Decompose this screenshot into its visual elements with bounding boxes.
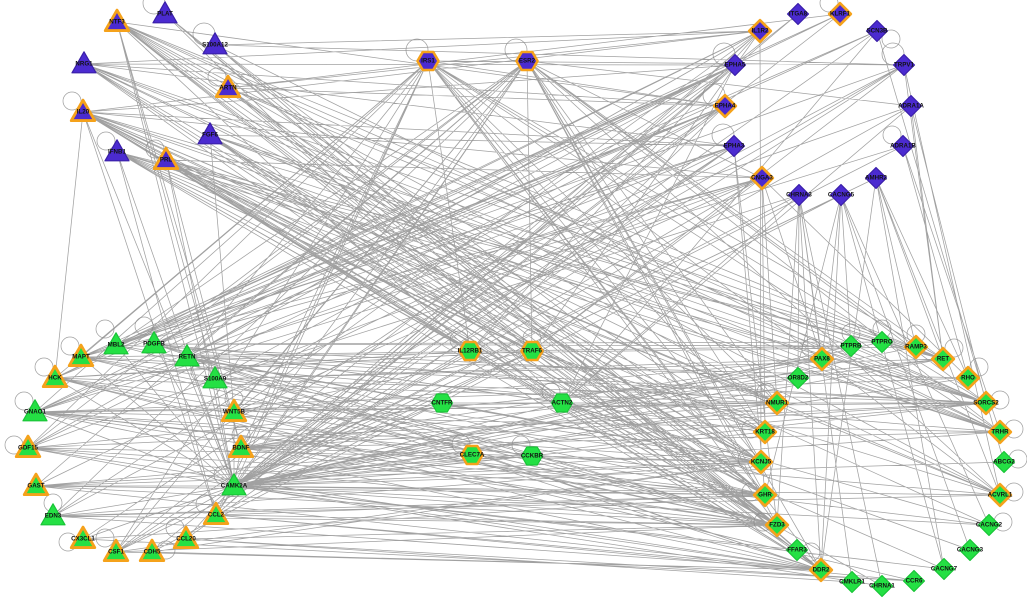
svg-text:CACNG3: CACNG3 bbox=[957, 547, 984, 554]
svg-text:EDN3: EDN3 bbox=[45, 513, 62, 520]
svg-text:RETN: RETN bbox=[179, 354, 196, 361]
svg-text:ADRA1B: ADRA1B bbox=[890, 143, 916, 150]
svg-text:CACNG2: CACNG2 bbox=[976, 522, 1003, 529]
svg-text:S100A9: S100A9 bbox=[204, 376, 227, 383]
svg-text:CCR6: CCR6 bbox=[906, 578, 923, 585]
svg-text:ESR2: ESR2 bbox=[519, 58, 536, 65]
svg-text:RAMP3: RAMP3 bbox=[905, 344, 927, 351]
svg-text:AMHR2: AMHR2 bbox=[865, 175, 888, 182]
svg-text:IL20: IL20 bbox=[77, 109, 90, 116]
svg-text:GDF15: GDF15 bbox=[18, 445, 39, 452]
svg-text:S100A12: S100A12 bbox=[202, 42, 228, 49]
svg-text:CCL2: CCL2 bbox=[208, 512, 225, 519]
svg-text:IL1R2: IL1R2 bbox=[752, 28, 769, 35]
svg-text:NMUR1: NMUR1 bbox=[766, 400, 789, 407]
svg-text:BDNF: BDNF bbox=[232, 445, 249, 452]
svg-text:TRHR: TRHR bbox=[991, 429, 1009, 436]
svg-text:KCNJ5: KCNJ5 bbox=[751, 459, 772, 466]
svg-text:CACNG5: CACNG5 bbox=[828, 192, 855, 199]
svg-text:EPHA3: EPHA3 bbox=[724, 143, 745, 150]
svg-text:CHRNA3: CHRNA3 bbox=[786, 192, 812, 199]
svg-text:ACTN2: ACTN2 bbox=[552, 400, 573, 407]
svg-text:ABCG2: ABCG2 bbox=[993, 459, 1015, 466]
svg-text:CX3CL1: CX3CL1 bbox=[71, 536, 95, 543]
svg-text:DDR2: DDR2 bbox=[813, 567, 830, 574]
svg-text:PAX8: PAX8 bbox=[814, 356, 830, 363]
svg-text:CHRNA1: CHRNA1 bbox=[869, 583, 895, 590]
svg-text:IL12RB1: IL12RB1 bbox=[458, 348, 483, 355]
svg-text:PTPRO: PTPRO bbox=[871, 339, 893, 346]
svg-text:PDGFB: PDGFB bbox=[143, 341, 165, 348]
svg-text:OR8D2: OR8D2 bbox=[788, 375, 809, 382]
svg-text:ACVRL1: ACVRL1 bbox=[988, 492, 1013, 499]
svg-text:TRAF6: TRAF6 bbox=[522, 348, 542, 355]
svg-text:GAST: GAST bbox=[27, 483, 44, 490]
svg-text:ADRA1A: ADRA1A bbox=[898, 103, 924, 110]
svg-text:GNAO1: GNAO1 bbox=[24, 409, 47, 416]
svg-text:CMKLR1: CMKLR1 bbox=[839, 579, 865, 586]
svg-text:EPHA5: EPHA5 bbox=[725, 62, 746, 69]
svg-text:PLAT: PLAT bbox=[157, 11, 173, 18]
svg-text:NTF3: NTF3 bbox=[109, 19, 125, 26]
svg-text:PRL: PRL bbox=[160, 157, 173, 164]
svg-text:MBL2: MBL2 bbox=[108, 342, 125, 349]
svg-text:CSF1: CSF1 bbox=[108, 549, 124, 556]
svg-text:PTPRB: PTPRB bbox=[841, 343, 863, 350]
svg-text:CACNG7: CACNG7 bbox=[931, 566, 958, 573]
svg-text:CNGA3: CNGA3 bbox=[751, 175, 773, 182]
svg-text:MAPT: MAPT bbox=[72, 354, 90, 361]
svg-text:NRG1: NRG1 bbox=[75, 61, 93, 68]
svg-text:SORCS2: SORCS2 bbox=[973, 400, 999, 407]
svg-text:IFNB1: IFNB1 bbox=[108, 149, 126, 156]
svg-text:RET: RET bbox=[937, 356, 950, 363]
svg-text:FZD3: FZD3 bbox=[769, 522, 785, 529]
svg-text:ARTN: ARTN bbox=[219, 85, 237, 92]
svg-text:HCK: HCK bbox=[48, 375, 62, 382]
svg-text:KLRF1: KLRF1 bbox=[830, 11, 850, 18]
svg-text:IRS1: IRS1 bbox=[421, 58, 435, 65]
svg-text:CCL20: CCL20 bbox=[176, 536, 196, 543]
svg-text:ITGA8: ITGA8 bbox=[789, 11, 808, 18]
svg-text:CCKBR: CCKBR bbox=[521, 453, 544, 460]
svg-text:EPHA4: EPHA4 bbox=[715, 103, 736, 110]
svg-text:GHR: GHR bbox=[758, 492, 772, 499]
svg-text:CLEC7A: CLEC7A bbox=[460, 452, 485, 459]
svg-text:FFAR3: FFAR3 bbox=[787, 547, 807, 554]
svg-text:RHO: RHO bbox=[961, 375, 975, 382]
svg-text:CNTFR: CNTFR bbox=[432, 400, 453, 407]
svg-text:SCN3B: SCN3B bbox=[867, 28, 889, 35]
svg-text:KRT18: KRT18 bbox=[755, 429, 775, 436]
svg-text:WNT5B: WNT5B bbox=[223, 409, 246, 416]
svg-text:TRPV1: TRPV1 bbox=[894, 62, 915, 69]
svg-text:FGF6: FGF6 bbox=[202, 132, 218, 139]
svg-text:CAMK2A: CAMK2A bbox=[221, 483, 248, 490]
svg-text:CDH5: CDH5 bbox=[144, 549, 161, 556]
